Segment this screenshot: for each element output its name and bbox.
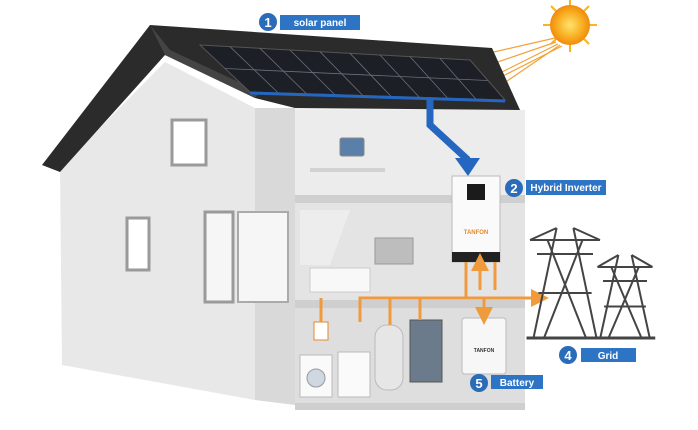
transmission-tower-icon — [529, 227, 601, 339]
water-heater — [374, 324, 404, 391]
laptop — [339, 137, 365, 157]
label-text: Grid — [598, 351, 619, 362]
label-battery: 5 Battery — [470, 374, 543, 392]
sun-icon — [543, 0, 597, 52]
label-solar-panel: 1 solar panel — [259, 13, 360, 31]
label-grid: 4 Grid — [559, 346, 636, 364]
hybrid-inverter: TANFON — [451, 175, 501, 263]
switch-box — [313, 321, 329, 341]
boiler — [409, 319, 443, 383]
transmission-tower-icon — [597, 254, 653, 339]
badge-number: 2 — [510, 181, 517, 196]
window — [170, 118, 208, 167]
badge-number: 1 — [264, 15, 271, 30]
door — [203, 210, 235, 304]
badge-number: 5 — [475, 376, 482, 391]
window — [125, 216, 151, 272]
label-hybrid-inverter: 2 Hybrid Inverter — [505, 179, 606, 197]
label-text: Hybrid Inverter — [530, 183, 601, 194]
battery: TANFON — [461, 317, 507, 375]
panel-grid-line — [224, 68, 488, 81]
battery-brand: TANFON — [474, 348, 495, 354]
solar-flow-arrow — [426, 100, 471, 163]
label-text: Battery — [500, 378, 535, 389]
badge-number: 4 — [564, 348, 572, 363]
grid-towers — [526, 227, 656, 340]
dryer — [337, 351, 371, 398]
inverter-brand: TANFON — [464, 230, 489, 236]
label-text: solar panel — [294, 18, 347, 29]
energy-flow-lines — [319, 253, 549, 325]
solar-flow-arrowhead — [455, 158, 480, 176]
solar-panel-array — [198, 44, 507, 103]
sofa — [309, 267, 371, 293]
tv — [374, 237, 414, 265]
